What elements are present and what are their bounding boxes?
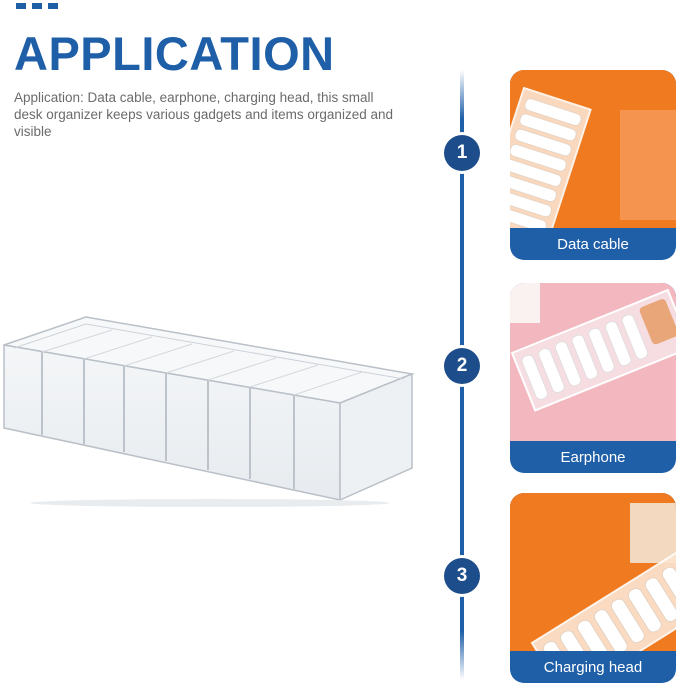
card-label: Data cable [557,235,629,253]
step-number-1: 1 [444,135,480,171]
page-title: APPLICATION [14,27,335,80]
charging-head-photo [510,493,676,651]
card-charging-head: Charging head [510,493,676,683]
card-label: Earphone [560,448,626,466]
step-number-2: 2 [444,348,480,384]
data-cable-photo [510,70,676,228]
organizer-box-image [3,316,415,507]
decorative-dots [16,3,58,9]
step-number-3: 3 [444,558,480,594]
application-description: Application: Data cable, earphone, charg… [14,90,393,139]
card-earphone: Earphone [510,283,676,473]
card-label: Charging head [543,658,643,676]
card-data-cable: Data cable [510,70,676,260]
earphone-photo [510,283,676,441]
